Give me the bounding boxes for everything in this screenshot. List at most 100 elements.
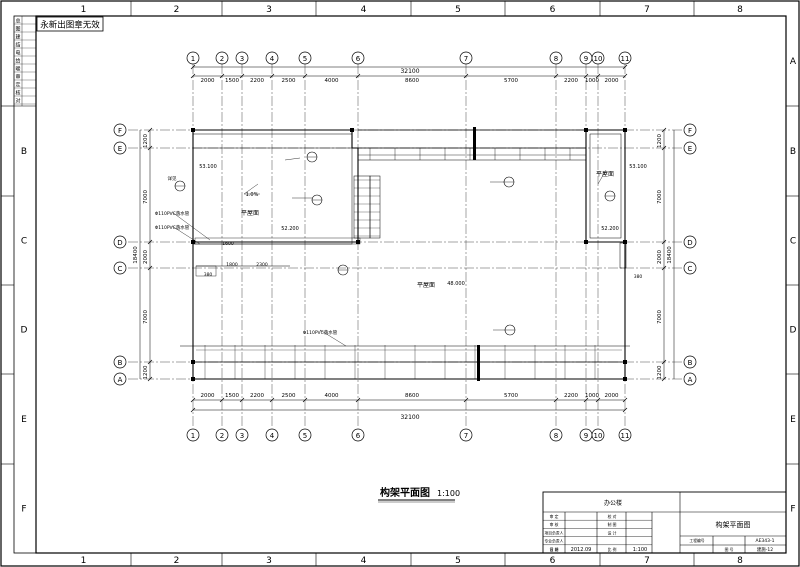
axis-label: A bbox=[688, 376, 693, 384]
axis-label: A bbox=[118, 376, 123, 384]
elevation-label: 52.200 bbox=[601, 226, 619, 232]
axis-bubble bbox=[459, 51, 473, 65]
dimension-tick bbox=[239, 397, 245, 403]
wall-outline-main bbox=[192, 242, 626, 380]
zone-col-number-bottom: 4 bbox=[361, 556, 367, 566]
slope-arrow bbox=[243, 183, 260, 195]
axis-bubble bbox=[235, 428, 249, 442]
title-block-label: 设 计 bbox=[550, 547, 559, 552]
axis-label: 4 bbox=[270, 55, 275, 63]
column-square bbox=[356, 240, 360, 244]
left-strip-label: 结 bbox=[15, 42, 20, 49]
leader-line bbox=[319, 329, 347, 347]
dimension-text: 380 bbox=[634, 274, 643, 280]
axis-bubble bbox=[459, 428, 473, 442]
dimension-text: 2300 bbox=[256, 262, 268, 268]
axis-bubble bbox=[113, 123, 127, 137]
dimension-text: 32100 bbox=[400, 414, 419, 421]
zone-col-number-bottom: 2 bbox=[174, 556, 180, 566]
dimension-text: 7000 bbox=[143, 310, 149, 324]
dimension-tick bbox=[595, 73, 601, 79]
beam-line bbox=[357, 148, 586, 161]
zone-col-number-bottom: 3 bbox=[266, 556, 272, 566]
axis-label: 9 bbox=[584, 432, 588, 440]
axis-label: 10 bbox=[594, 55, 603, 63]
axis-bubble bbox=[113, 261, 127, 275]
dimension-tick bbox=[583, 397, 589, 403]
zone-col-number-bottom: 6 bbox=[550, 556, 556, 566]
stamp-text: 永新出图章无效 bbox=[40, 20, 100, 31]
dimension-text: 2000 bbox=[657, 250, 663, 264]
zone-col-number-top: 6 bbox=[550, 5, 556, 15]
dimension-tick bbox=[622, 64, 628, 70]
drawing-date: 2012.09 bbox=[571, 547, 592, 553]
dimension-text: 2000 bbox=[605, 393, 619, 399]
axis-bubble bbox=[549, 428, 563, 442]
axis-label: 2 bbox=[220, 432, 224, 440]
dimension-tick bbox=[269, 397, 275, 403]
dimension-text: 7000 bbox=[657, 190, 663, 204]
dimension-tick bbox=[622, 397, 628, 403]
drawing-name: 构架平面图 bbox=[716, 520, 751, 529]
drawing-scale: 1:100 bbox=[633, 547, 647, 553]
column-square bbox=[191, 240, 195, 244]
title-block-label: 项目负责人 bbox=[545, 530, 564, 535]
axis-label: 11 bbox=[621, 55, 630, 63]
stair-box bbox=[369, 175, 381, 239]
left-strip-label: 图 bbox=[15, 27, 20, 33]
axis-bubble bbox=[298, 428, 312, 442]
dimension-text: 7000 bbox=[143, 190, 149, 204]
dimension-tick bbox=[147, 145, 153, 151]
axis-label: F bbox=[118, 127, 122, 135]
axis-label: D bbox=[117, 239, 122, 247]
dimension-text: 8600 bbox=[405, 78, 419, 84]
title-block-label: 审 定 bbox=[550, 514, 559, 519]
axis-label: 1 bbox=[191, 55, 195, 63]
title-block-label: 比 例 bbox=[608, 547, 617, 552]
dimension-text: 1200 bbox=[143, 365, 149, 379]
dimension-tick bbox=[355, 397, 361, 403]
axis-label: D bbox=[687, 239, 692, 247]
left-strip-label: 核 bbox=[15, 90, 20, 97]
dimension-tick bbox=[147, 265, 153, 271]
zone-col-number-top: 4 bbox=[361, 5, 367, 15]
axis-bubble bbox=[265, 428, 279, 442]
zone-row-letter-right: E bbox=[790, 415, 796, 425]
sheet-number: 建施-12 bbox=[757, 546, 773, 553]
dimension-tick bbox=[553, 397, 559, 403]
dimension-text: 2000 bbox=[143, 250, 149, 264]
dimension-tick bbox=[147, 239, 153, 245]
axis-bubble bbox=[113, 372, 127, 386]
zone-row-letter-left: F bbox=[21, 505, 26, 515]
dimension-text: 1500 bbox=[225, 393, 239, 399]
dimension-tick bbox=[147, 376, 153, 382]
dimension-text: 32100 bbox=[400, 68, 419, 75]
column-square bbox=[191, 128, 195, 132]
dimension-text: 1000 bbox=[585, 393, 599, 399]
dimension-text: 2200 bbox=[250, 78, 264, 84]
dimension-text: 4000 bbox=[325, 78, 339, 84]
slope-label: 1.0% bbox=[246, 192, 259, 198]
axis-label: 5 bbox=[303, 55, 307, 63]
dimension-text: 1800 bbox=[226, 262, 238, 268]
axis-label: 9 bbox=[584, 55, 588, 63]
axis-bubble bbox=[683, 355, 697, 369]
dimension-text: 1200 bbox=[657, 365, 663, 379]
zone-col-number-bottom: 8 bbox=[737, 556, 743, 566]
left-strip-label: 对 bbox=[15, 98, 20, 105]
axis-label: B bbox=[688, 359, 693, 367]
axis-bubble bbox=[186, 428, 200, 442]
dimension-text: 2200 bbox=[250, 393, 264, 399]
column-mark bbox=[473, 127, 476, 160]
dimension-text: 1500 bbox=[225, 78, 239, 84]
zone-col-number-bottom: 7 bbox=[644, 556, 650, 566]
slope-arrow bbox=[597, 169, 607, 185]
zone-row-letter-right: D bbox=[790, 326, 797, 336]
title-block-label: 校 对 bbox=[608, 514, 617, 519]
zone-col-number-top: 5 bbox=[455, 5, 461, 15]
pipe-label: Φ110PVC落水管 bbox=[155, 224, 190, 231]
dimension-tick bbox=[661, 359, 667, 365]
dimension-tick bbox=[553, 73, 559, 79]
